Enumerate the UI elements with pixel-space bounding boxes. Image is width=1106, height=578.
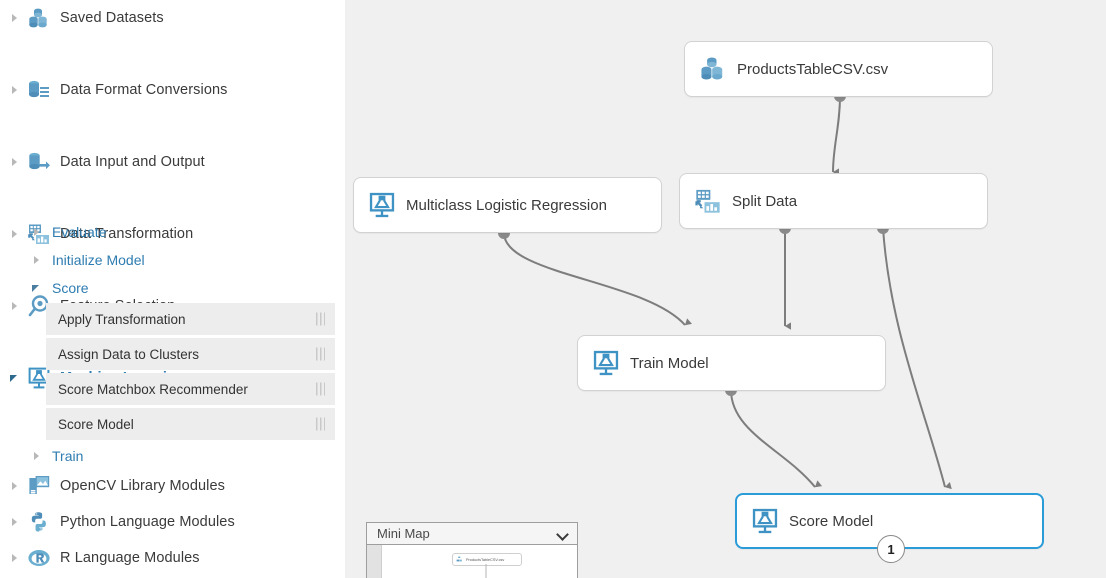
sidebar-item-train[interactable]: Train: [0, 440, 345, 472]
module-label: Score Model: [58, 416, 134, 432]
sidebar-item-evaluate[interactable]: Evaluate: [0, 216, 345, 248]
experiment-canvas[interactable]: ProductsTableCSV.csv Multiclass Logistic…: [345, 0, 1106, 578]
node-train-model[interactable]: Train Model: [577, 335, 886, 391]
module-score-model[interactable]: Score Model: [46, 408, 335, 440]
model-node-icon: [592, 349, 620, 377]
chevron-right-icon[interactable]: [6, 513, 24, 531]
module-label: Score Matchbox Recommender: [58, 381, 248, 397]
sidebar-item-label: R Language Modules: [60, 550, 200, 566]
sidebar-item-data-format-conversions[interactable]: Data Format Conversions: [0, 72, 345, 108]
drag-handle-icon[interactable]: [316, 312, 325, 326]
model-node-icon: [368, 191, 396, 219]
module-label: Apply Transformation: [58, 311, 186, 327]
feature-selection-icon: [26, 293, 52, 319]
sidebar-item-saved-datasets[interactable]: Saved Datasets: [0, 0, 345, 36]
node-multiclass-logistic-regression[interactable]: Multiclass Logistic Regression: [353, 177, 662, 233]
split-data-node-icon: [694, 187, 722, 215]
data-format-conversions-icon: [26, 77, 52, 103]
module-apply-transformation[interactable]: Apply Transformation: [46, 303, 335, 335]
chevron-right-icon[interactable]: [28, 251, 46, 269]
dataset-node-icon: [699, 55, 727, 83]
mini-map-gutter: [367, 545, 382, 578]
sidebar-item-label: Data Format Conversions: [60, 82, 228, 98]
node-products-table-csv[interactable]: ProductsTableCSV.csv: [684, 41, 993, 97]
chevron-right-icon[interactable]: [6, 9, 24, 27]
chevron-right-icon[interactable]: [6, 81, 24, 99]
node-label: Score Model: [789, 512, 874, 530]
data-input-output-icon: [26, 149, 52, 175]
module-assign-data-to-clusters[interactable]: Assign Data to Clusters: [46, 338, 335, 370]
chevron-down-icon[interactable]: [6, 369, 24, 387]
chevron-down-icon[interactable]: [28, 279, 46, 297]
drag-handle-icon[interactable]: [316, 382, 325, 396]
chevron-right-icon[interactable]: [6, 297, 24, 315]
datasets-icon: [26, 5, 52, 31]
mini-map-header[interactable]: Mini Map: [367, 523, 577, 545]
mini-map-title: Mini Map: [377, 526, 430, 541]
mini-map-panel[interactable]: Mini Map ProductsTableCSV.csv: [366, 522, 578, 578]
chevron-right-icon[interactable]: [28, 223, 46, 241]
chevron-right-icon[interactable]: [6, 225, 24, 243]
sidebar-item-data-input-and-output[interactable]: Data Input and Output: [0, 144, 345, 180]
mini-map-node-products[interactable]: ProductsTableCSV.csv: [452, 553, 522, 566]
module-label: Assign Data to Clusters: [58, 346, 200, 362]
python-icon: [26, 509, 52, 535]
sidebar-item-label: Data Input and Output: [60, 154, 205, 170]
module-score-matchbox-recommender[interactable]: Score Matchbox Recommender: [46, 373, 335, 405]
chevron-right-icon[interactable]: [6, 477, 24, 495]
mini-map-edges: [485, 564, 487, 578]
sidebar-subitem-label: Initialize Model: [52, 252, 145, 268]
sidebar-item-label: Python Language Modules: [60, 514, 235, 530]
node-label: Multiclass Logistic Regression: [406, 196, 607, 214]
mini-map-node-label: ProductsTableCSV.csv: [466, 557, 505, 562]
drag-handle-icon[interactable]: [316, 347, 325, 361]
chevron-right-icon[interactable]: [6, 549, 24, 567]
chevron-down-icon[interactable]: [558, 530, 569, 537]
sidebar-item-python-language-modules[interactable]: Python Language Modules: [0, 504, 345, 540]
r-language-icon: [26, 545, 52, 571]
sidebar-subitem-label: Score: [52, 280, 89, 296]
mini-map-body[interactable]: ProductsTableCSV.csv: [367, 545, 577, 578]
sidebar-item-opencv-library-modules[interactable]: OpenCV Library Modules: [0, 468, 345, 504]
sidebar-item-label: Saved Datasets: [60, 10, 164, 26]
node-label: Split Data: [732, 192, 798, 210]
module-palette-sidebar[interactable]: Saved Datasets Data Format Conversions: [0, 0, 345, 578]
drag-handle-icon[interactable]: [316, 417, 325, 431]
badge-number: 1: [887, 541, 895, 557]
sidebar-item-score[interactable]: Score: [0, 272, 345, 304]
sidebar-item-initialize-model[interactable]: Initialize Model: [0, 244, 345, 276]
sidebar-subitem-label: Evaluate: [52, 224, 107, 240]
sidebar-item-label: Data Transformation: [60, 226, 194, 242]
model-node-icon: [751, 507, 779, 535]
node-split-data[interactable]: Split Data: [679, 173, 988, 229]
node-label: ProductsTableCSV.csv: [737, 60, 889, 78]
chevron-right-icon[interactable]: [6, 153, 24, 171]
dataset-node-icon: [456, 556, 463, 563]
chevron-right-icon[interactable]: [28, 447, 46, 465]
sidebar-item-label: OpenCV Library Modules: [60, 478, 225, 494]
opencv-icon: [26, 473, 52, 499]
sidebar-subitem-label: Train: [52, 448, 84, 464]
node-step-badge: 1: [877, 535, 905, 563]
node-label: Train Model: [630, 354, 709, 372]
mini-map-surface[interactable]: ProductsTableCSV.csv: [382, 545, 577, 578]
sidebar-item-r-language-modules[interactable]: R Language Modules: [0, 540, 345, 576]
